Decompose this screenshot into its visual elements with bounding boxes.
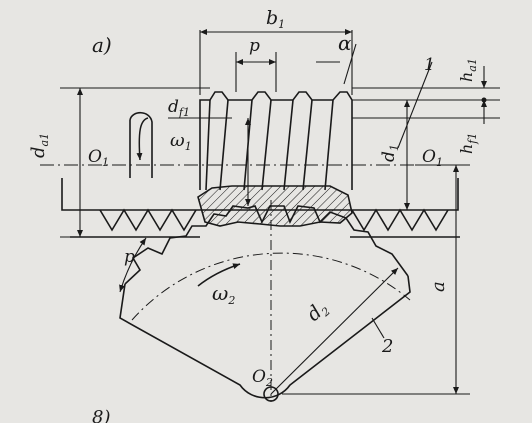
axis-left-label: O1 <box>88 147 109 169</box>
omega1-label: ω1 <box>170 130 192 153</box>
thread-flank <box>205 99 211 191</box>
wheel-pitch-label: p <box>124 247 135 267</box>
thread-flank <box>261 99 272 191</box>
worm-shaft-end <box>129 111 153 178</box>
part1-leader <box>397 61 433 149</box>
dimensions <box>60 29 500 395</box>
omega2-label: ω2 <box>212 281 235 307</box>
worm-lower-threads-left <box>99 208 197 232</box>
part2-leader <box>371 317 385 339</box>
thread-flank <box>302 99 313 191</box>
d2-label: d2 <box>303 297 333 328</box>
panel-label: a) <box>92 33 112 57</box>
d1-label: d1 <box>379 144 401 162</box>
axis-right-label: O1 <box>422 147 443 169</box>
wheel-center-label: O2 <box>252 367 273 389</box>
d2-dimension <box>270 267 399 395</box>
wheel-pitch-dimension <box>119 237 147 293</box>
alpha-leader <box>343 43 357 85</box>
worm-lower-threads-right <box>351 208 449 232</box>
wheel-pitch-circle <box>131 252 411 321</box>
omega1-arrow <box>136 117 149 161</box>
omega2-arrow <box>197 263 241 287</box>
thread-flank <box>219 99 229 191</box>
thread-flank <box>283 99 294 191</box>
bottom-panel-label: 8) <box>92 407 110 423</box>
ha1-label: ha1 <box>457 58 479 82</box>
da1-label: da1 <box>28 133 51 158</box>
part-2-label: 2 <box>381 336 393 357</box>
part-1-label: 1 <box>424 55 435 75</box>
ha1-point <box>481 97 487 103</box>
hf1-label: hf1 <box>457 133 479 154</box>
thread-flank <box>324 99 334 191</box>
wheel-teeth <box>124 205 409 285</box>
b1-label: b1 <box>266 7 285 31</box>
pitch-label: p <box>249 36 260 56</box>
alpha-label: α <box>338 31 352 55</box>
center-distance-label: a <box>428 281 449 292</box>
df1-label: df1 <box>168 97 190 119</box>
